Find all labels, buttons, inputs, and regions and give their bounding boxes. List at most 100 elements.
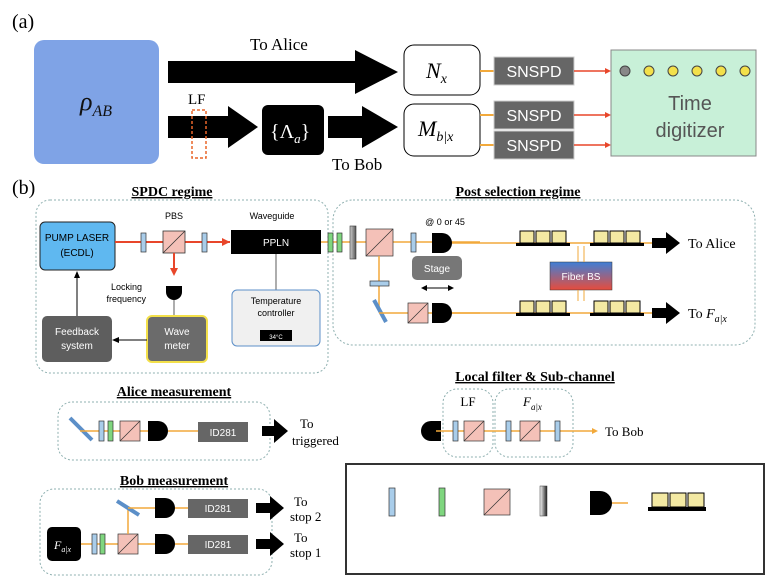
bob-measurement-title: Bob measurement: [120, 474, 229, 489]
legend-waveplate-icon: [388, 487, 396, 517]
legend-dichroic-icon: [539, 485, 548, 517]
waveplate-icon: [554, 420, 561, 442]
temp-line2: controller: [257, 308, 294, 318]
to-alice-label-b: To Alice: [688, 237, 736, 252]
nx-box: [403, 44, 481, 96]
pbs-label: PBS: [165, 211, 183, 221]
snspd-3-label: SNSPD: [506, 138, 561, 155]
pump-laser-line2: (ECDL): [60, 248, 93, 259]
fiber-bs-label: Fiber BS: [562, 272, 601, 283]
alice-out-arrow: [262, 419, 288, 443]
id281-bob-1: [188, 499, 248, 518]
dichroic-mirror-icon: [349, 225, 357, 260]
digitizer-line2: digitizer: [656, 120, 725, 142]
alice-measurement-title: Alice measurement: [117, 385, 232, 400]
stage-label: Stage: [424, 264, 451, 275]
to-bob-arrow: [328, 106, 398, 148]
id281-bob-2-label: ID281: [205, 540, 232, 551]
feedback-line1: Feedback: [55, 327, 100, 338]
id281-bob-1-label: ID281: [205, 504, 232, 515]
detector-icon: [166, 286, 182, 300]
alice-to-label: To: [300, 416, 314, 431]
bob-region: [39, 488, 273, 576]
temp-display-value: 34°C: [269, 335, 283, 341]
snspd-1-label: SNSPD: [506, 64, 561, 81]
nx-symbol: Nx: [425, 58, 448, 87]
fiber-coupler-icon: [432, 233, 452, 253]
spdc-region: [35, 199, 329, 374]
f-box-symbol: Fa|x: [53, 538, 72, 554]
fiber-paddles-icon: [590, 230, 644, 246]
waveplate-icon: [410, 232, 417, 253]
bob-stop2-label: stop 2: [290, 509, 321, 524]
waveplate-icon: [201, 232, 208, 253]
feedback-system: [42, 316, 112, 362]
time-digitizer: [610, 49, 757, 157]
id281-alice: [198, 422, 248, 442]
waveguide-label: Waveguide: [250, 211, 295, 221]
fiber-coupler-icon: [155, 534, 175, 554]
waveplate-icon: [505, 420, 512, 442]
f-box: [47, 527, 81, 561]
mirror-icon: [372, 299, 388, 323]
bob-to-label-1: To: [294, 494, 308, 509]
digitizer-port: [643, 65, 655, 77]
alice-triggered-label: triggered: [292, 433, 339, 448]
pump-laser-line1: PUMP LASER: [45, 233, 109, 244]
post-selection-region: [332, 199, 756, 346]
fiber-bs: [549, 261, 613, 291]
filter-green-icon: [336, 232, 343, 253]
waveplate-icon: [91, 533, 98, 555]
digitizer-line1: Time: [668, 93, 712, 115]
waveplate-icon: [369, 280, 390, 287]
stage-box: [412, 256, 462, 280]
waveplate-icon: [452, 420, 459, 442]
filter-green-icon: [327, 232, 334, 253]
snspd-2-label: SNSPD: [506, 108, 561, 125]
legend-coupler-icon: [590, 491, 612, 515]
wave-meter-line1: Wave: [164, 327, 190, 338]
snspd-3: [493, 130, 575, 160]
locking-line1: Locking: [111, 282, 142, 292]
channel-box: [262, 105, 324, 155]
locking-line2: frequency: [106, 294, 146, 304]
f-label: Fa|x: [522, 394, 542, 412]
to-alice-arrow: [168, 50, 398, 94]
bob-out-arrow-1: [256, 496, 284, 520]
lf-label: LF: [188, 92, 206, 108]
temp-display: [260, 330, 292, 341]
to-f-arrow: [652, 302, 680, 324]
bob-out-arrow-2: [256, 532, 284, 556]
lf-region: [442, 388, 494, 458]
to-channel-arrow: [168, 106, 258, 148]
to-f-label: To Fa|x: [688, 307, 727, 325]
temp-controller: [231, 289, 321, 347]
to-bob-b-label: To Bob: [605, 424, 643, 439]
wave-meter-line2: meter: [164, 341, 190, 352]
snspd-2: [493, 100, 575, 130]
bob-to-label-2: To: [294, 530, 308, 545]
mirror-icon: [68, 416, 94, 442]
post-selection-title: Post selection regime: [456, 185, 581, 200]
digitizer-port: [667, 65, 679, 77]
digitizer-port-gray: [619, 65, 631, 77]
lf-dashed-filter: [191, 109, 207, 159]
id281-alice-label: ID281: [210, 428, 237, 439]
fiber-paddles-icon: [590, 300, 644, 316]
snspd-1: [493, 56, 575, 86]
fiber-coupler-icon: [148, 421, 168, 441]
panel-a-label: (a): [12, 11, 34, 33]
fiber-paddles-icon: [516, 230, 570, 246]
fiber-coupler-icon: [432, 303, 452, 323]
filter-green-icon: [107, 420, 114, 442]
to-bob-label: To Bob: [332, 155, 382, 174]
mbx-box: [403, 103, 481, 157]
subchannel-region: [494, 388, 574, 458]
legend-box: [345, 463, 765, 575]
bob-stop1-label: stop 1: [290, 545, 321, 560]
angle-label: @ 0 or 45: [425, 217, 465, 227]
legend-paddles-icon: [648, 492, 706, 511]
ppln-label: PPLN: [263, 238, 289, 249]
source-symbol: ρAB: [79, 87, 112, 120]
